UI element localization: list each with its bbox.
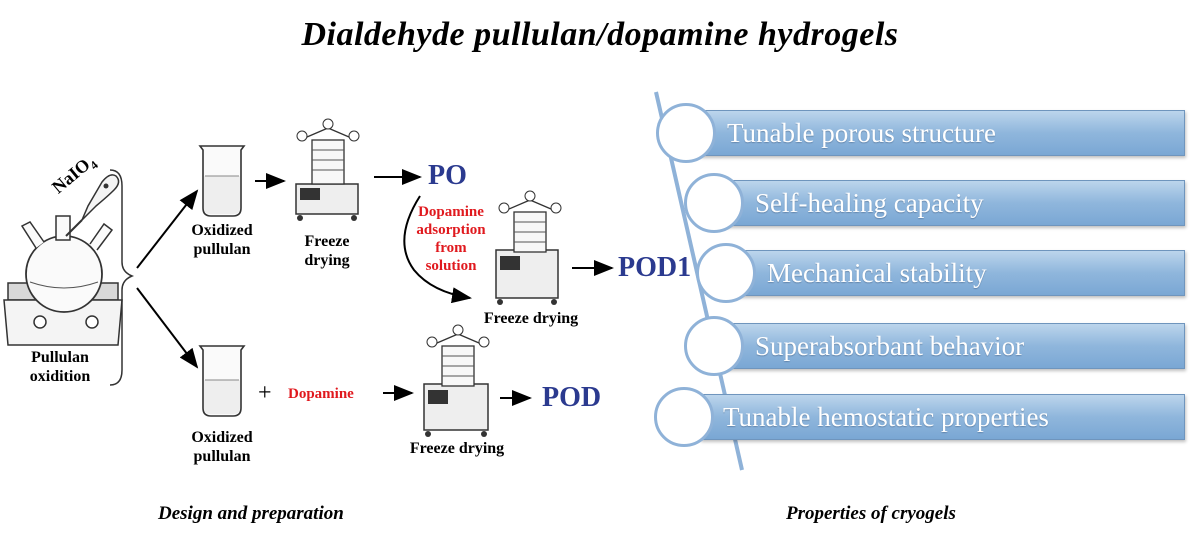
property-bullet-icon <box>684 173 744 233</box>
hotplate-flask-icon <box>3 215 123 346</box>
freeze-dryer-icon-top <box>295 118 360 221</box>
arrow-dopamine-adsorption <box>403 195 472 304</box>
plus-sign: + <box>258 380 272 406</box>
freeze-dryer-icon-middle <box>495 190 562 305</box>
beaker-icon-top <box>198 145 246 217</box>
property-label: Mechanical stability <box>767 257 987 288</box>
arrow-to-oxidized-bottom <box>136 287 199 369</box>
property-label: Self-healing capacity <box>755 187 984 218</box>
property-item: Tunable porous structure <box>700 110 1185 156</box>
po-label: PO <box>428 160 467 191</box>
property-item: Tunable hemostatic properties <box>700 394 1185 440</box>
pod-label: POD <box>542 382 602 413</box>
property-item: Self-healing capacity <box>722 180 1185 226</box>
pod1-label: POD1 <box>618 252 692 283</box>
property-label: Superabsorbant behavior <box>755 330 1025 361</box>
dopamine-label: Dopamine <box>288 386 354 402</box>
property-label: Tunable porous structure <box>727 117 996 148</box>
property-bullet-icon <box>656 103 716 163</box>
property-label: Tunable hemostatic properties <box>723 401 1049 432</box>
design-caption: Design and preparation <box>158 503 344 524</box>
property-item: Superabsorbant behavior <box>722 323 1185 369</box>
freeze-drying-label-bottom: Freeze drying <box>409 440 505 457</box>
property-bullet-icon <box>654 387 714 447</box>
arrow-to-oxidized-top <box>136 189 199 269</box>
bracket <box>109 169 135 386</box>
separating-funnel-icon <box>65 174 120 237</box>
beaker-icon-bottom <box>198 345 246 417</box>
property-bullet-icon <box>696 243 756 303</box>
freeze-drying-label-middle: Freeze drying <box>483 310 579 327</box>
freeze-dryer-icon-bottom <box>423 324 490 437</box>
page-title: Dialdehyde pullulan/dopamine hydrogels <box>301 16 899 53</box>
property-bullet-icon <box>684 316 744 376</box>
property-item: Mechanical stability <box>732 250 1185 296</box>
properties-caption: Properties of cryogels <box>786 503 956 524</box>
